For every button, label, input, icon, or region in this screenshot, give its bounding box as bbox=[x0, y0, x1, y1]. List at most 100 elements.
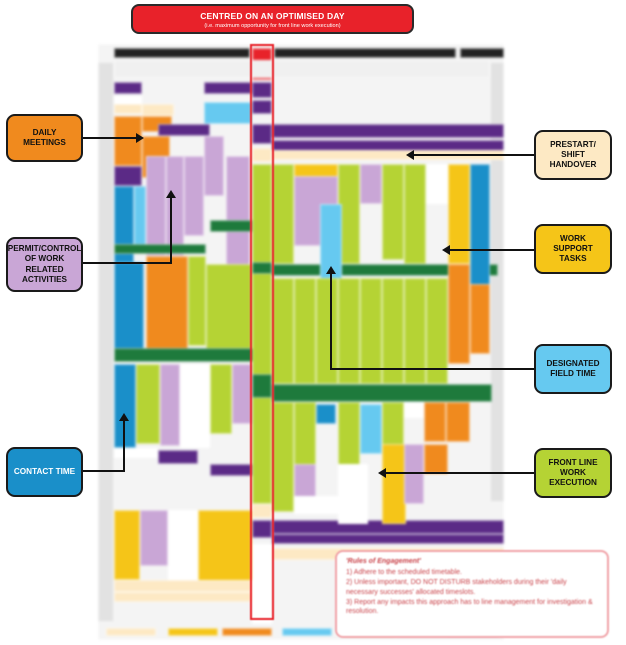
time-column-right bbox=[490, 62, 504, 502]
legend-chip-2 bbox=[168, 628, 218, 636]
schedule-block bbox=[146, 156, 166, 256]
rules-item-3: 3) Report any impacts this approach has … bbox=[346, 598, 593, 616]
schedule-block bbox=[252, 100, 272, 114]
connector-permit-v bbox=[170, 195, 172, 263]
schedule-block bbox=[252, 374, 272, 398]
band-purple-4 bbox=[272, 534, 504, 544]
connector-front-line bbox=[384, 472, 534, 474]
arrowhead-work-support bbox=[442, 245, 450, 255]
schedule-block bbox=[360, 278, 382, 384]
legend-chip-1 bbox=[106, 628, 156, 636]
connector-prestart bbox=[412, 154, 534, 156]
callout-contact-time-label: CONTACT TIME bbox=[13, 466, 76, 476]
connector-daily-meetings bbox=[83, 137, 138, 139]
callout-designated-field-time: DESIGNATED FIELD TIME bbox=[534, 344, 612, 394]
schedule-block bbox=[188, 256, 206, 346]
schedule-block bbox=[382, 164, 404, 260]
schedule-block bbox=[114, 592, 252, 602]
arrowhead-prestart bbox=[406, 150, 414, 160]
schedule-block bbox=[204, 102, 252, 124]
schedule-block bbox=[114, 364, 136, 448]
schedule-block bbox=[114, 348, 254, 362]
schedule-block bbox=[252, 124, 272, 144]
arrowhead-field-time bbox=[326, 266, 336, 274]
rules-item-2: 2) Unless important, DO NOT DISTURB stak… bbox=[346, 579, 567, 596]
callout-permit-control: PERMIT/CONTROL OF WORK RELATED ACTIVITIE… bbox=[6, 237, 83, 292]
callout-prestart-handover-label: PRESTART/ SHIFT HANDOVER bbox=[549, 139, 597, 170]
schedule-block bbox=[252, 504, 272, 518]
schedule-block bbox=[160, 364, 180, 446]
schedule-block bbox=[136, 364, 160, 444]
connector-field-time-h bbox=[330, 368, 534, 370]
schedule-block bbox=[166, 156, 184, 256]
schedule-block bbox=[142, 104, 174, 116]
schedule-block bbox=[114, 104, 142, 114]
schedule-block bbox=[360, 164, 382, 204]
schedule-block bbox=[114, 510, 140, 580]
schedule-block bbox=[114, 82, 142, 94]
schedule-block bbox=[272, 164, 294, 264]
schedule-block bbox=[252, 82, 272, 98]
header-section-3 bbox=[460, 48, 504, 58]
schedule-block bbox=[158, 450, 198, 464]
rules-of-engagement-box: 'Rules of Engagement' 1) Adhere to the s… bbox=[335, 550, 609, 638]
schedule-block bbox=[226, 156, 250, 276]
schedule-block bbox=[252, 262, 272, 274]
connector-contact-v bbox=[123, 418, 125, 472]
schedule-block bbox=[180, 364, 210, 448]
schedule-block bbox=[206, 264, 252, 354]
schedule-timetable bbox=[98, 44, 504, 640]
connector-field-time-v bbox=[330, 272, 332, 370]
schedule-block bbox=[114, 262, 144, 356]
schedule-block bbox=[404, 444, 424, 504]
schedule-block bbox=[114, 96, 142, 104]
schedule-block bbox=[252, 148, 272, 162]
schedule-block bbox=[252, 164, 272, 504]
schedule-block bbox=[114, 166, 142, 186]
schedule-block bbox=[140, 510, 168, 566]
callout-work-support-tasks-label: WORK SUPPORT TASKS bbox=[553, 233, 593, 264]
rules-item-1: 1) Adhere to the scheduled timetable. bbox=[346, 569, 462, 577]
connector-contact-h bbox=[83, 470, 125, 472]
schedule-block bbox=[448, 264, 470, 364]
schedule-block bbox=[446, 402, 470, 442]
callout-designated-field-time-label: DESIGNATED FIELD TIME bbox=[546, 358, 600, 378]
schedule-block bbox=[404, 278, 426, 384]
schedule-block bbox=[252, 544, 272, 624]
optimised-day-column-outline bbox=[250, 44, 274, 620]
schedule-block bbox=[158, 124, 210, 136]
schedule-block bbox=[448, 164, 470, 264]
schedule-block bbox=[232, 364, 252, 424]
schedule-block bbox=[210, 220, 252, 232]
header-columns bbox=[114, 60, 490, 78]
schedule-block bbox=[338, 464, 368, 524]
schedule-block bbox=[146, 256, 188, 356]
schedule-block bbox=[272, 402, 294, 512]
schedule-block bbox=[360, 404, 382, 454]
arrowhead-front-line bbox=[378, 468, 386, 478]
schedule-block bbox=[114, 186, 134, 266]
banner-title: CENTRED ON AN OPTIMISED DAY bbox=[200, 11, 345, 21]
schedule-block bbox=[168, 510, 198, 580]
schedule-block bbox=[404, 402, 424, 418]
schedule-block bbox=[382, 278, 404, 384]
schedule-block bbox=[204, 136, 224, 196]
callout-prestart-handover: PRESTART/ SHIFT HANDOVER bbox=[534, 130, 612, 180]
header-section-1 bbox=[114, 48, 250, 58]
legend-chip-3 bbox=[222, 628, 272, 636]
schedule-block bbox=[114, 580, 252, 592]
band-green-2 bbox=[272, 384, 492, 402]
schedule-block bbox=[424, 402, 446, 442]
schedule-block bbox=[470, 284, 490, 354]
callout-contact-time: CONTACT TIME bbox=[6, 447, 83, 497]
schedule-block bbox=[294, 278, 316, 384]
schedule-block bbox=[114, 244, 206, 254]
schedule-block bbox=[272, 278, 294, 384]
schedule-block bbox=[210, 464, 252, 476]
arrowhead-contact bbox=[119, 413, 129, 421]
schedule-block bbox=[114, 448, 158, 458]
callout-front-line-work-execution: FRONT LINE WORK EXECUTION bbox=[534, 448, 612, 498]
schedule-block bbox=[382, 444, 406, 524]
schedule-block bbox=[426, 278, 448, 384]
schedule-block bbox=[294, 496, 340, 514]
